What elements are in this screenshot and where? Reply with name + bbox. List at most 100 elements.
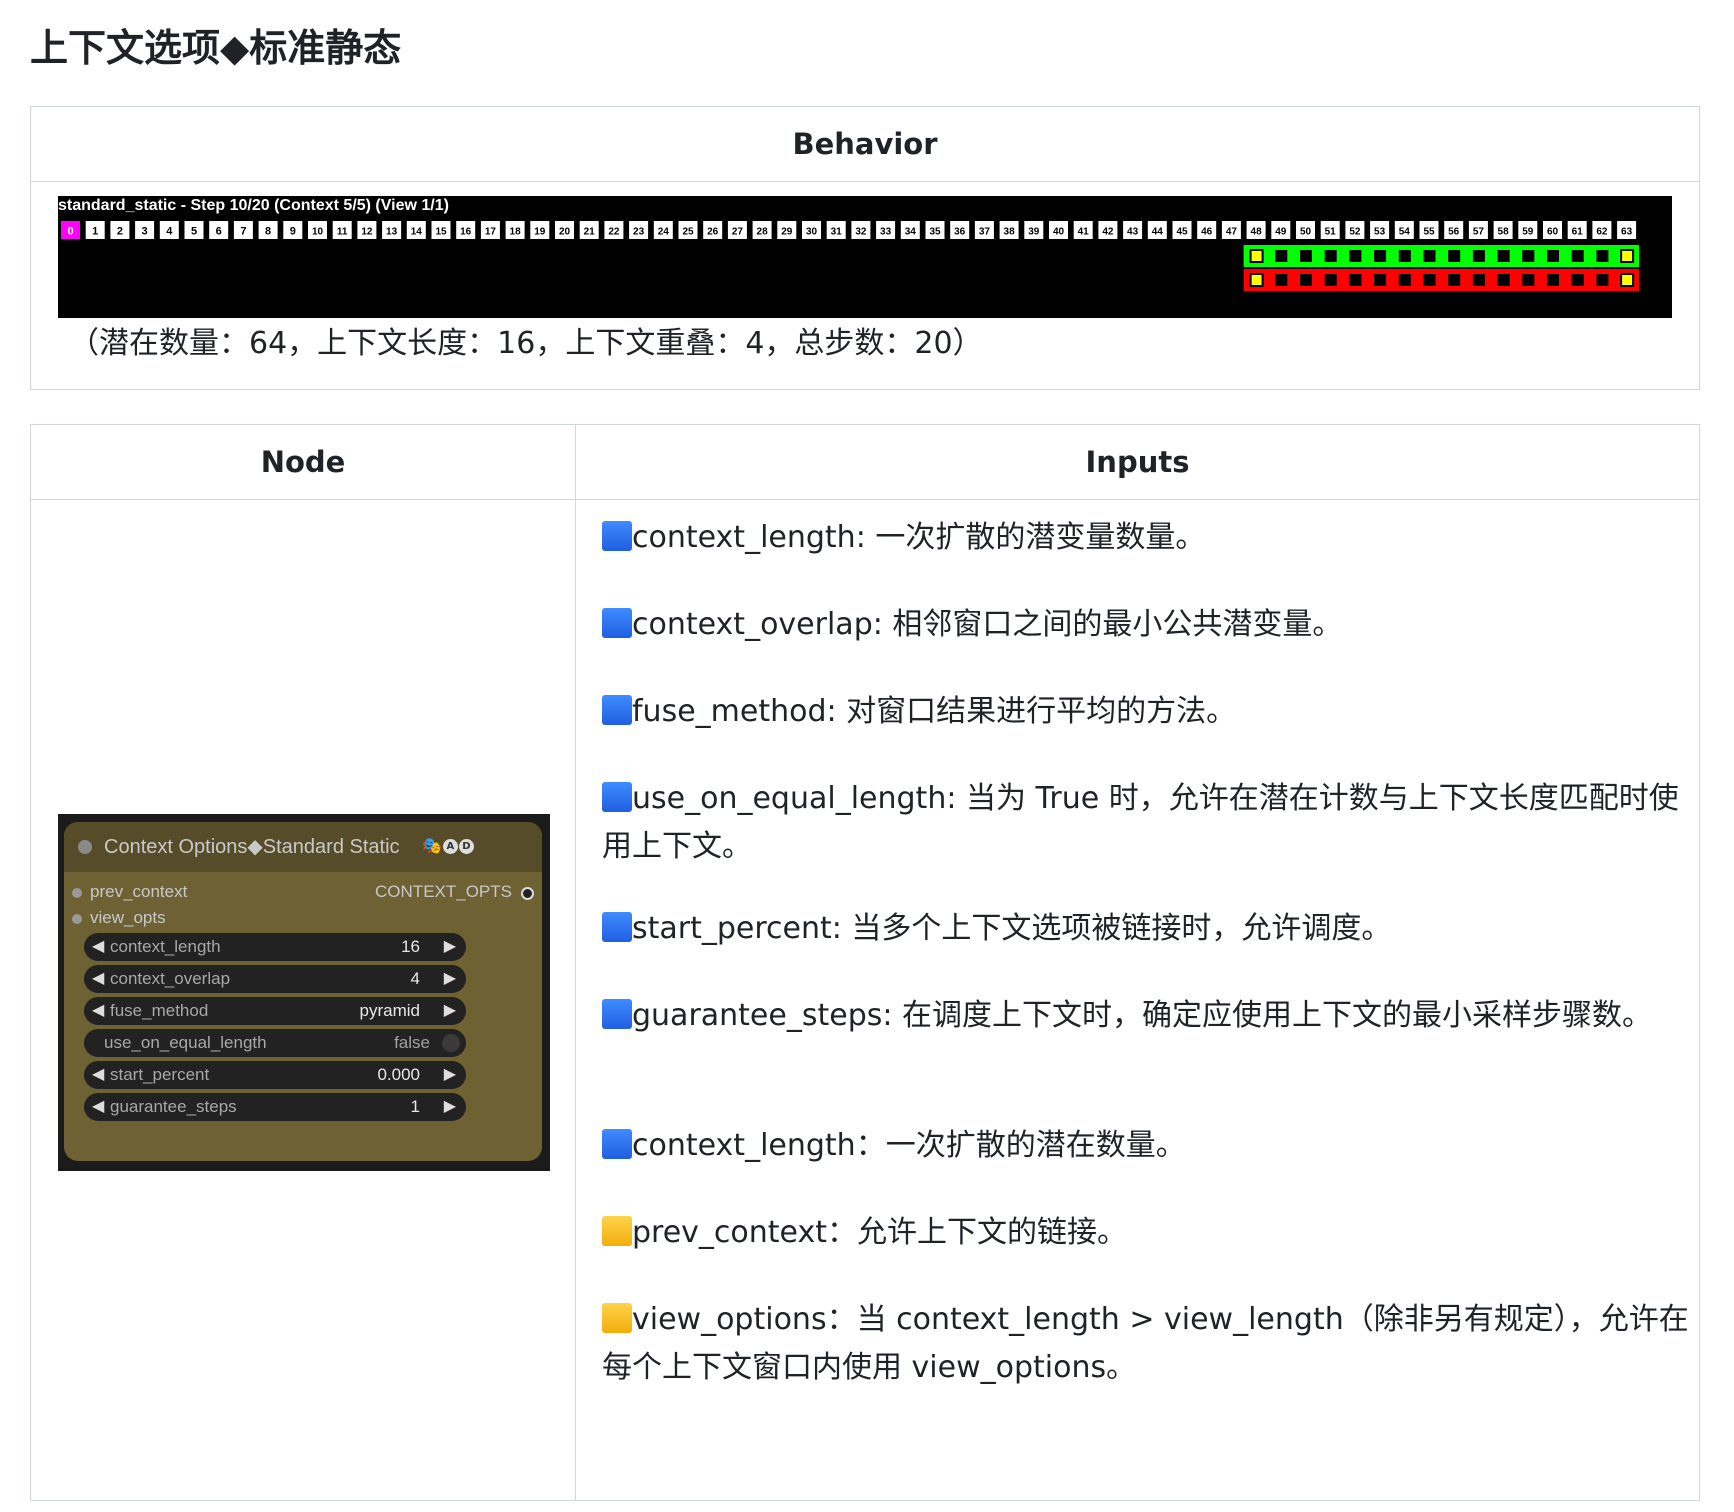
latent-index-17: 17 — [485, 227, 497, 238]
latent-cell-43 — [1123, 221, 1143, 239]
latent-cell-40 — [1049, 221, 1068, 239]
context-window-cell-58 — [1497, 250, 1510, 262]
latent-index-63: 63 — [1621, 227, 1633, 238]
view-window-cell-58 — [1497, 274, 1510, 286]
latent-cell-5 — [184, 221, 204, 239]
toggle-knob-icon[interactable] — [442, 1034, 460, 1052]
latent-cell-33 — [876, 221, 896, 239]
latent-index-5: 5 — [191, 226, 197, 238]
widget-name: fuse_method — [110, 1001, 209, 1020]
latent-cell-42 — [1098, 221, 1118, 239]
decrement-arrow-icon[interactable]: ◀ — [92, 938, 105, 955]
decrement-arrow-icon[interactable]: ◀ — [92, 1098, 105, 1115]
latent-cell-52 — [1345, 221, 1365, 239]
latent-index-19: 19 — [534, 227, 546, 238]
widget-guarantee-steps[interactable]: ◀ guarantee_steps 1 ▶ — [84, 1093, 466, 1121]
blue-square-icon — [602, 608, 632, 638]
input-description: guarantee_steps: 在调度上下文时，确定应使用上下文的最小采样步骤… — [602, 992, 1692, 1040]
input-slot-prev-context[interactable]: prev_context CONTEXT_OPTS — [64, 880, 542, 906]
latent-cell-20 — [555, 221, 574, 239]
behavior-header: Behavior — [30, 106, 1700, 182]
decrement-arrow-icon[interactable]: ◀ — [92, 1002, 105, 1019]
widget-name: context_length — [110, 937, 221, 956]
latent-index-28: 28 — [757, 227, 769, 238]
latent-index-9: 9 — [290, 226, 296, 238]
latent-cell-49 — [1271, 221, 1291, 239]
increment-arrow-icon[interactable]: ▶ — [443, 970, 456, 987]
view-window-cell-61 — [1571, 274, 1584, 286]
input-slot-dot-icon[interactable] — [72, 888, 82, 898]
latent-cell-13 — [382, 221, 402, 239]
input-description: view_options：当 context_length > view_len… — [602, 1296, 1692, 1392]
widget-value: 1 — [410, 1097, 420, 1116]
view-window-cell-49 — [1275, 274, 1288, 286]
latent-index-15: 15 — [435, 227, 447, 238]
increment-arrow-icon[interactable]: ▶ — [443, 1098, 456, 1115]
widget-context-overlap[interactable]: ◀ context_overlap 4 ▶ — [84, 965, 466, 993]
latent-cell-17 — [480, 221, 500, 239]
latent-index-3: 3 — [142, 226, 148, 238]
latent-cell-60 — [1543, 221, 1562, 239]
behavior-caption: （潜在数量：64，上下文长度：16，上下文重叠：4，总步数：20） — [69, 326, 983, 361]
latent-index-14: 14 — [411, 227, 423, 238]
latent-index-35: 35 — [929, 227, 941, 238]
decrement-arrow-icon[interactable]: ◀ — [92, 970, 105, 987]
input-text: fuse_method: 对窗口结果进行平均的方法。 — [632, 694, 1237, 729]
decrement-arrow-icon[interactable]: ◀ — [92, 1066, 105, 1083]
input-text: prev_context：允许上下文的链接。 — [632, 1215, 1127, 1250]
latent-index-43: 43 — [1127, 227, 1139, 238]
latent-cell-26 — [703, 221, 723, 239]
latent-index-22: 22 — [608, 227, 620, 238]
widget-start-percent[interactable]: ◀ start_percent 0.000 ▶ — [84, 1061, 466, 1089]
latent-cell-24 — [653, 221, 673, 239]
yellow-square-icon — [602, 1303, 632, 1333]
widget-context-length[interactable]: ◀ context_length 16 ▶ — [84, 933, 466, 961]
latent-cell-30 — [802, 221, 821, 239]
input-text: context_overlap: 相邻窗口之间的最小公共潜变量。 — [632, 607, 1343, 642]
input-description: start_percent: 当多个上下文选项被链接时，允许调度。 — [602, 905, 1692, 953]
widget-value: 4 — [410, 969, 420, 988]
latent-cell-19 — [530, 221, 550, 239]
increment-arrow-icon[interactable]: ▶ — [443, 938, 456, 955]
input-text: use_on_equal_length: 当为 True 时，允许在潜在计数与上… — [602, 781, 1679, 864]
input-description: fuse_method: 对窗口结果进行平均的方法。 — [602, 688, 1692, 736]
inputs-cell: context_length: 一次扩散的潜变量数量。 context_over… — [575, 499, 1700, 1501]
latent-cell-39 — [1024, 221, 1044, 239]
latent-cell-50 — [1296, 221, 1315, 239]
latent-index-26: 26 — [707, 227, 719, 238]
widget-value: false — [394, 1033, 430, 1052]
view-window-bar — [1243, 269, 1640, 291]
context-window-bar — [1243, 245, 1640, 267]
widget-fuse-method[interactable]: ◀ fuse_method pyramid ▶ — [84, 997, 466, 1025]
latent-cell-28 — [752, 221, 772, 239]
view-window-cell-48 — [1249, 273, 1264, 287]
context-window-cell-50 — [1300, 250, 1312, 262]
widget-use-on-equal-length[interactable]: use_on_equal_length false — [84, 1029, 466, 1057]
latent-cell-35 — [925, 221, 945, 239]
context-window-cell-51 — [1324, 250, 1337, 262]
latent-index-25: 25 — [682, 227, 694, 238]
latent-index-29: 29 — [781, 227, 793, 238]
latent-index-61: 61 — [1572, 227, 1584, 238]
latent-index-34: 34 — [905, 227, 917, 238]
latent-cell-29 — [777, 221, 797, 239]
latent-cell-27 — [727, 221, 747, 239]
increment-arrow-icon[interactable]: ▶ — [443, 1066, 456, 1083]
latent-cell-31 — [826, 221, 846, 239]
collapse-dot-icon[interactable] — [78, 840, 92, 854]
increment-arrow-icon[interactable]: ▶ — [443, 1002, 456, 1019]
latent-index-45: 45 — [1176, 227, 1188, 238]
latent-index-56: 56 — [1448, 227, 1460, 238]
widget-name: guarantee_steps — [110, 1097, 237, 1116]
latent-cell-45 — [1172, 221, 1192, 239]
latent-cell-46 — [1197, 221, 1217, 239]
input-slot-view-opts[interactable]: view_opts — [64, 906, 542, 932]
input-slot-dot-icon[interactable] — [72, 914, 82, 924]
input-description: context_length: 一次扩散的潜变量数量。 — [602, 514, 1692, 562]
latent-index-13: 13 — [386, 227, 398, 238]
output-slot-dot-icon[interactable] — [521, 887, 534, 900]
